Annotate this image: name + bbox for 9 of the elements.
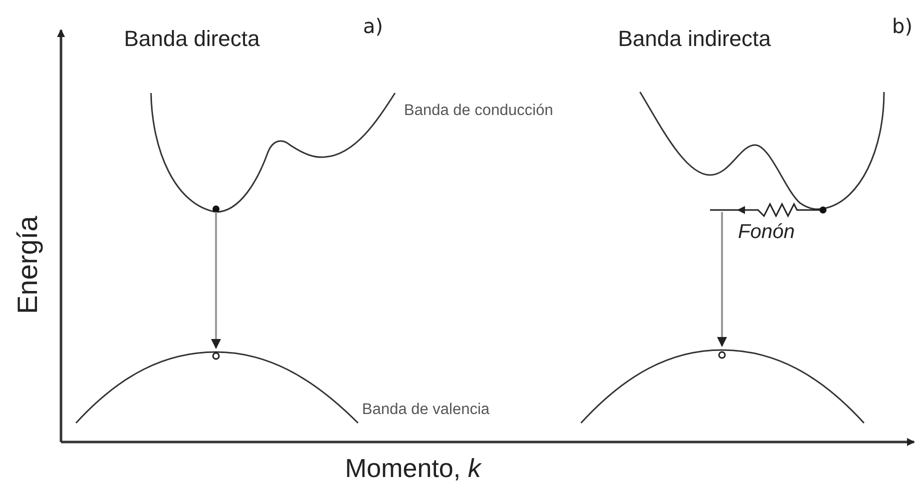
panel-letter: b) [892, 16, 912, 36]
panel-title: Banda directa [124, 28, 260, 50]
panel-letter: a) [363, 16, 384, 36]
axis-title: Energía [14, 216, 42, 314]
panel-title: Banda indirecta [618, 28, 771, 50]
axis-title: Momento, k [345, 455, 481, 481]
band-label: Banda de valencia [362, 402, 490, 418]
phonon-label: Fonón [738, 222, 795, 242]
band-label: Banda de conducción [404, 103, 554, 118]
